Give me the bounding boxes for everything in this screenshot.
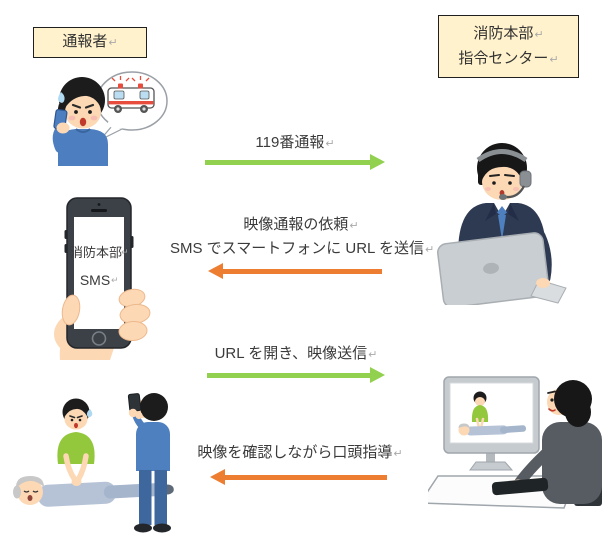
hand-fingers bbox=[61, 288, 151, 342]
return-mark: ↵ bbox=[393, 448, 403, 460]
cpr-scene-illustration bbox=[13, 393, 174, 533]
sweat-drop-icon bbox=[58, 92, 65, 103]
command-center-box: 消防本部↵ 指令センター↵ bbox=[438, 15, 579, 78]
ambulance-icon bbox=[107, 76, 155, 113]
return-mark: ↵ bbox=[549, 53, 559, 66]
operator-illustration bbox=[437, 143, 567, 305]
smartphone-in-hand-illustration: 消防本部 ↵ SMS ↵ bbox=[54, 197, 151, 360]
arrow-shaft bbox=[207, 372, 371, 378]
arrow-shaft bbox=[222, 268, 382, 274]
flow-3-arrow-right bbox=[207, 367, 385, 383]
arrow-head-icon bbox=[210, 469, 225, 485]
watching-person bbox=[512, 380, 602, 504]
filming-phone-icon bbox=[127, 393, 142, 412]
caller-box: 通報者↵ bbox=[33, 27, 147, 58]
flow-2-label-line1: 映像通報の依頼↵ bbox=[243, 216, 359, 233]
return-mark: ↵ bbox=[108, 37, 118, 49]
phone-screen bbox=[74, 217, 124, 329]
arrow-head-icon bbox=[208, 263, 223, 279]
phone-screen-line2: SMS bbox=[80, 272, 110, 288]
caller-illustration bbox=[52, 71, 168, 166]
monitor-viewer-illustration bbox=[428, 376, 602, 509]
flow-1-arrow-right bbox=[205, 154, 385, 170]
smartphone bbox=[64, 197, 134, 349]
return-mark: ↵ bbox=[121, 247, 129, 257]
sweat-drop-icon bbox=[86, 409, 93, 418]
laptop-icon bbox=[437, 232, 567, 305]
return-mark: ↵ bbox=[425, 244, 435, 256]
command-center-label-line2: 指令センター↵ bbox=[458, 49, 559, 67]
keyboard-icon bbox=[491, 477, 549, 496]
flow-2-label-line2: SMS でスマートフォンに URL を送信↵ bbox=[170, 240, 435, 257]
return-mark: ↵ bbox=[349, 220, 359, 232]
cpr-video-on-screen bbox=[458, 391, 527, 436]
return-mark: ↵ bbox=[111, 275, 119, 285]
phone-screen-line1: 消防本部 bbox=[70, 245, 122, 260]
arrow-head-icon bbox=[370, 367, 385, 383]
bystander-filming bbox=[127, 393, 171, 533]
flow-4-label: 映像を確認しながら口頭指導↵ bbox=[197, 444, 403, 461]
return-mark: ↵ bbox=[325, 138, 335, 150]
return-mark: ↵ bbox=[534, 28, 544, 41]
ambulance-speech-bubble bbox=[96, 71, 168, 141]
caller-person bbox=[52, 77, 108, 166]
flow-3-label: URL を開き、映像送信↵ bbox=[214, 345, 378, 362]
arrow-shaft bbox=[224, 474, 387, 480]
home-button-icon bbox=[91, 331, 107, 346]
return-mark: ↵ bbox=[368, 349, 378, 361]
flow-4-arrow-left bbox=[210, 469, 387, 485]
cpr-rescuer bbox=[57, 398, 95, 486]
flow-2-arrow-left bbox=[208, 263, 382, 279]
flow-1-label: 119番通報↵ bbox=[255, 134, 335, 151]
arrow-shaft bbox=[205, 159, 371, 165]
arrow-head-icon bbox=[370, 154, 385, 170]
monitor bbox=[443, 376, 540, 471]
caller-label: 通報者↵ bbox=[62, 33, 118, 50]
command-center-label-line1: 消防本部↵ bbox=[473, 24, 544, 42]
headset-icon bbox=[476, 149, 532, 200]
